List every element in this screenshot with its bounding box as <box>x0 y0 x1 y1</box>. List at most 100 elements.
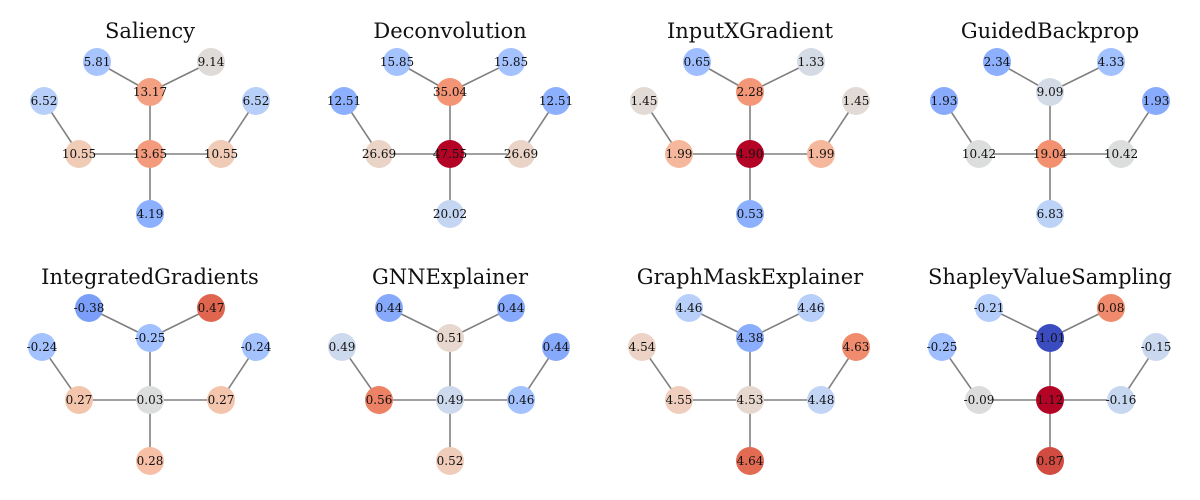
node-value-label: 15.85 <box>494 55 528 69</box>
node-value-label: -1.01 <box>1035 331 1066 345</box>
graph-node <box>1036 200 1064 228</box>
graph-node <box>330 87 358 115</box>
node-value-label: 1.99 <box>666 147 693 161</box>
graph-node <box>65 386 93 414</box>
graph-node <box>436 386 464 414</box>
node-value-label: -0.24 <box>27 340 58 354</box>
graph-node <box>365 386 393 414</box>
node-value-label: 0.47 <box>198 301 225 315</box>
graph-node <box>736 140 764 168</box>
node-value-label: -0.25 <box>135 331 166 345</box>
graph-node <box>375 294 403 322</box>
node-value-label: 1.99 <box>808 147 835 161</box>
graph-node <box>328 333 356 361</box>
node-value-label: 0.27 <box>66 393 93 407</box>
graph-node <box>797 294 825 322</box>
graph-node <box>1107 386 1135 414</box>
node-value-label: 26.69 <box>362 147 396 161</box>
node-value-label: 4.54 <box>629 340 656 354</box>
graph-node <box>197 294 225 322</box>
graph-node <box>436 324 464 352</box>
node-value-label: -0.09 <box>964 393 995 407</box>
graph-node <box>507 140 535 168</box>
node-value-label: 1.45 <box>631 94 658 108</box>
node-value-label: 4.64 <box>737 454 764 468</box>
panel-title: ShapleyValueSampling <box>928 265 1172 289</box>
node-value-label: -0.21 <box>974 301 1005 315</box>
node-value-label: 0.08 <box>1098 301 1125 315</box>
graph-node <box>736 200 764 228</box>
graph-node <box>1142 333 1170 361</box>
graph-node <box>797 48 825 76</box>
node-value-label: 47.55 <box>433 147 467 161</box>
graph-node <box>1142 87 1170 115</box>
graph-node <box>436 447 464 475</box>
graph-node <box>1036 447 1064 475</box>
graph-node <box>736 324 764 352</box>
node-value-label: 10.55 <box>62 147 96 161</box>
panel-title: GNNExplainer <box>372 265 529 289</box>
node-value-label: -0.25 <box>927 340 958 354</box>
graph-node <box>930 87 958 115</box>
graph-node <box>136 447 164 475</box>
node-value-label: 0.49 <box>329 340 356 354</box>
node-value-label: 4.53 <box>737 393 764 407</box>
node-value-label: 4.46 <box>676 301 703 315</box>
node-value-label: 1.45 <box>843 94 870 108</box>
graph-node <box>136 386 164 414</box>
graph-node <box>30 87 58 115</box>
graph-node <box>928 333 956 361</box>
graph-node <box>736 447 764 475</box>
node-value-label: 0.46 <box>508 393 535 407</box>
node-value-label: 0.53 <box>737 207 764 221</box>
graph-node <box>630 87 658 115</box>
graph-node <box>1036 78 1064 106</box>
node-value-label: 0.51 <box>437 331 464 345</box>
graph-node <box>207 140 235 168</box>
graph-node <box>136 140 164 168</box>
node-value-label: 0.87 <box>1037 454 1064 468</box>
node-value-label: 0.44 <box>543 340 570 354</box>
graph-node <box>542 87 570 115</box>
node-value-label: 19.04 <box>1033 147 1068 161</box>
node-value-label: 6.83 <box>1037 207 1064 221</box>
graph-node <box>83 48 111 76</box>
graph-node <box>365 140 393 168</box>
graph-node <box>507 386 535 414</box>
node-value-label: -0.16 <box>1106 393 1137 407</box>
node-value-label: 4.33 <box>1098 55 1125 69</box>
graph-node <box>683 48 711 76</box>
graph-node <box>28 333 56 361</box>
node-value-label: 4.90 <box>737 147 764 161</box>
node-value-label: 10.55 <box>204 147 238 161</box>
graph-node <box>665 386 693 414</box>
graph-node <box>1036 324 1064 352</box>
graph-panel-8: ShapleyValueSampling -0.21 0.08 -0.25 -1.01 -… <box>927 265 1172 475</box>
graph-node <box>675 294 703 322</box>
node-value-label: 5.81 <box>84 55 111 69</box>
panel-title: IntegratedGradients <box>41 265 259 289</box>
graph-node <box>75 294 103 322</box>
node-value-label: 0.56 <box>366 393 393 407</box>
node-value-label: 10.42 <box>1104 147 1138 161</box>
node-value-label: -0.15 <box>1141 340 1172 354</box>
node-value-label: -0.38 <box>74 301 105 315</box>
graph-node <box>207 386 235 414</box>
graph-node <box>136 324 164 352</box>
node-value-label: 20.02 <box>433 207 467 221</box>
graph-node <box>436 140 464 168</box>
graph-node <box>1036 140 1064 168</box>
graph-node <box>242 87 270 115</box>
node-value-label: 6.52 <box>243 94 270 108</box>
graph-node <box>1097 294 1125 322</box>
node-value-label: 6.52 <box>31 94 58 108</box>
node-value-label: 13.65 <box>133 147 167 161</box>
node-value-label: 2.28 <box>737 85 764 99</box>
panel-title: GraphMaskExplainer <box>637 265 864 289</box>
graph-node <box>136 78 164 106</box>
graph-node <box>736 78 764 106</box>
graph-node <box>975 294 1003 322</box>
graph-node <box>807 140 835 168</box>
